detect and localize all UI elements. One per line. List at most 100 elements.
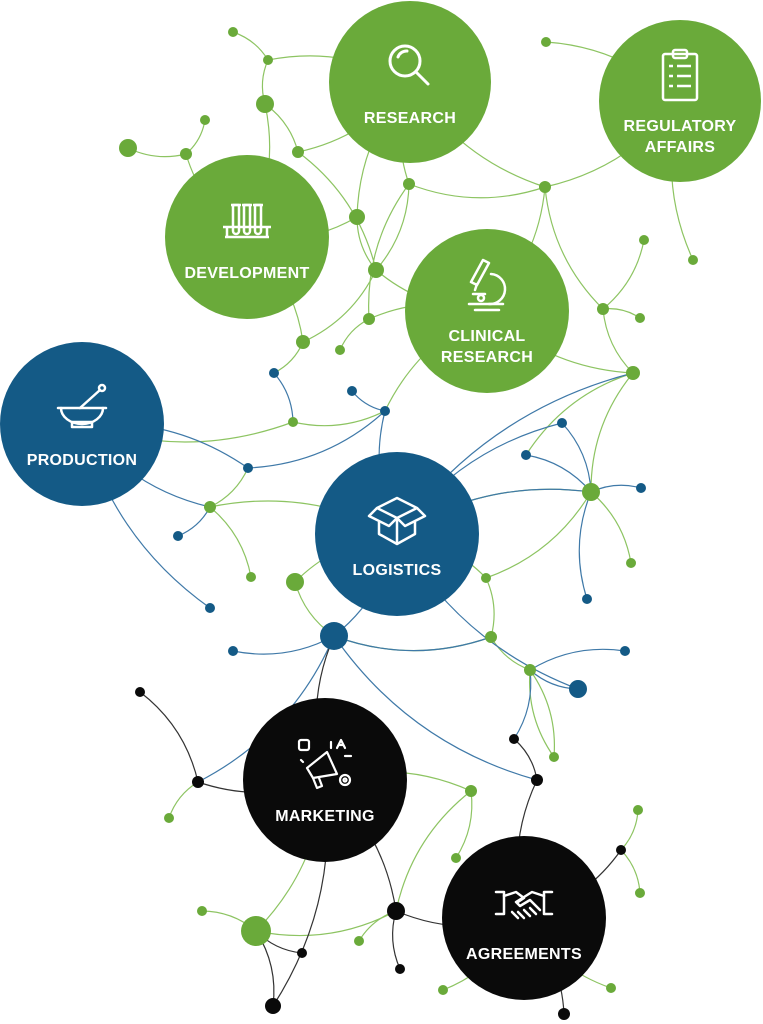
hub-label-marketing: MARKETING <box>275 807 375 825</box>
network-node <box>485 631 497 643</box>
network-node <box>265 998 281 1014</box>
network-node <box>173 531 183 541</box>
network-node <box>626 366 640 380</box>
clipboard-icon <box>661 48 699 102</box>
network-node <box>241 916 271 946</box>
network-node <box>256 95 274 113</box>
network-link <box>395 790 472 912</box>
network-node <box>616 845 626 855</box>
network-link <box>529 648 626 671</box>
network-node <box>639 235 649 245</box>
network-node <box>626 558 636 568</box>
network-link <box>247 410 386 469</box>
network-link <box>455 790 473 859</box>
network-link <box>525 454 592 493</box>
network-link <box>602 308 634 374</box>
network-link <box>528 669 555 758</box>
network-node <box>606 983 616 993</box>
network-node <box>451 853 461 863</box>
network-link <box>590 372 634 493</box>
network-node <box>380 406 390 416</box>
network-node <box>465 785 477 797</box>
network-link <box>339 318 370 351</box>
hub-research[interactable]: RESEARCH <box>329 1 491 163</box>
network-node <box>363 313 375 325</box>
network-node <box>387 902 405 920</box>
network-node <box>204 501 216 513</box>
network-node <box>288 417 298 427</box>
network-link <box>333 635 538 781</box>
handshake-icon <box>494 890 554 919</box>
network-link <box>513 669 532 740</box>
network-node <box>524 664 536 676</box>
network-node <box>320 622 348 650</box>
network-link <box>590 491 632 564</box>
network-node <box>582 483 600 501</box>
hub-agreements[interactable]: AGREEMENTS <box>442 836 606 1000</box>
network-node <box>509 734 519 744</box>
network-node <box>349 209 365 225</box>
network-node <box>205 603 215 613</box>
network-node <box>558 1008 570 1020</box>
network-node <box>531 774 543 786</box>
hub-development[interactable]: DEVELOPMENT <box>165 155 329 319</box>
network-link <box>485 577 495 638</box>
network-node <box>354 936 364 946</box>
network-node <box>263 55 273 65</box>
network-node <box>197 906 207 916</box>
network-link <box>232 635 335 655</box>
hub-production[interactable]: PRODUCTION <box>0 342 164 506</box>
network-link <box>292 410 386 427</box>
network-node <box>286 573 304 591</box>
network-node <box>119 139 137 157</box>
hub-regulatory-affairs[interactable]: REGULATORY AFFAIRS <box>599 20 761 182</box>
network-link <box>333 635 492 652</box>
network-link <box>209 506 252 578</box>
network-link <box>578 491 592 600</box>
network-link <box>525 372 634 456</box>
network-link <box>297 151 377 271</box>
network-node <box>192 776 204 788</box>
hub-label-regulatory-affairs: REGULATORY AFFAIRS <box>623 118 737 156</box>
network-link <box>351 390 386 412</box>
network-link <box>485 491 592 579</box>
network-node <box>200 115 210 125</box>
network-node <box>246 572 256 582</box>
network-node <box>569 680 587 698</box>
network-link <box>209 467 249 508</box>
network-node <box>582 594 592 604</box>
network-link <box>602 239 645 310</box>
microscope-icon <box>467 258 507 312</box>
megaphone-icon <box>297 738 353 789</box>
hub-label-agreements: AGREEMENTS <box>466 945 582 963</box>
network-node <box>688 255 698 265</box>
network-node <box>243 463 253 473</box>
network-link <box>529 669 556 758</box>
network-link <box>177 506 211 537</box>
network-node <box>620 646 630 656</box>
network-node <box>347 386 357 396</box>
network-node <box>539 181 551 193</box>
network-node <box>597 303 609 315</box>
network-node <box>269 368 279 378</box>
network-link <box>232 31 269 61</box>
network-node <box>557 418 567 428</box>
network-node <box>635 313 645 323</box>
network-node <box>228 27 238 37</box>
network-link <box>375 183 410 271</box>
network-node <box>368 262 384 278</box>
network-node <box>636 483 646 493</box>
hub-logistics[interactable]: LOGISTICS <box>315 452 479 616</box>
hub-label-production: PRODUCTION <box>26 451 138 469</box>
network-node <box>438 985 448 995</box>
network-node <box>292 146 304 158</box>
hub-marketing[interactable]: MARKETING <box>243 698 407 862</box>
magnifier-icon <box>388 44 430 85</box>
network-link <box>139 691 199 783</box>
hub-label-logistics: LOGISTICS <box>352 561 442 579</box>
network-node <box>481 573 491 583</box>
test-tubes-icon <box>223 203 271 238</box>
network-node <box>521 450 531 460</box>
hub-clinical-research[interactable]: CLINICAL RESEARCH <box>405 229 569 393</box>
hub-label-research: RESEARCH <box>363 109 457 127</box>
